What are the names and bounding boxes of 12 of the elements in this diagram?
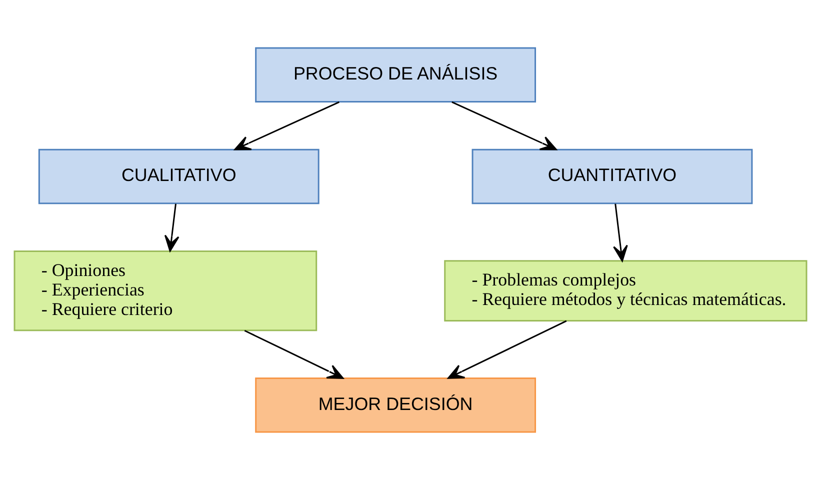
node-box: CUALITATIVO bbox=[38, 148, 320, 204]
arrow bbox=[452, 100, 557, 150]
node-box: - Problemas complejos - Requiere métodos y técnicas matemáticas. bbox=[444, 260, 808, 321]
node-box: MEJOR DECISIÓN bbox=[255, 376, 536, 432]
arrow bbox=[448, 320, 567, 378]
node-box: CUANTITATIVO bbox=[472, 148, 753, 204]
node-box: PROCESO DE ANÁLISIS bbox=[255, 46, 536, 102]
arrow bbox=[234, 100, 340, 150]
node-box: - Opiniones - Experiencias - Requiere criterio bbox=[14, 250, 318, 331]
arrow bbox=[244, 329, 344, 378]
arrow bbox=[164, 203, 180, 252]
arrow bbox=[613, 203, 628, 262]
